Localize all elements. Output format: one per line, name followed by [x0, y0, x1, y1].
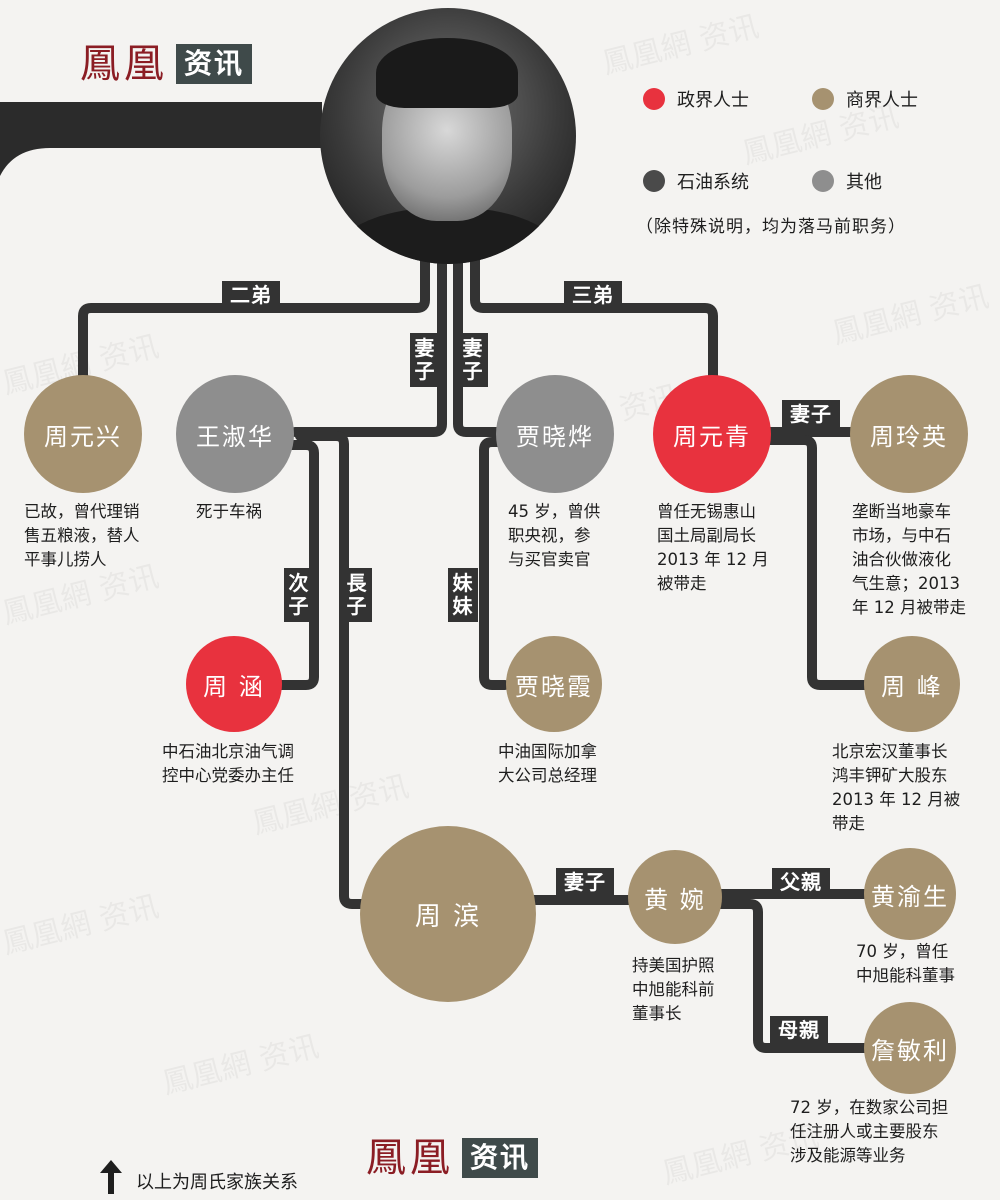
legend-business: 商界人士: [812, 86, 918, 112]
footer-note-text: 以上为周氏家族关系: [136, 1172, 298, 1193]
legend-dot-business: [812, 88, 834, 110]
relation-father: 父親: [772, 868, 830, 896]
desc-zhou-yuanxing: 已故，曾代理销 售五粮液，替人 平事儿捞人: [24, 502, 140, 569]
line-eldest-son: [295, 431, 383, 909]
person-node-zhou-bin: 周 滨: [360, 826, 536, 1002]
desc-wang-shuhua: 死于车祸: [196, 502, 262, 521]
brand-name: 鳳凰: [366, 1135, 454, 1181]
person-node-jia-xiaoxia: 贾晓霞: [506, 636, 602, 732]
relation-third-brother: 三弟: [564, 281, 622, 309]
legend-label: 商界人士: [846, 90, 918, 111]
person-node-huang-wan: 黄 婉: [628, 850, 722, 944]
person-node-huang-yusheng: 黄渝生: [864, 848, 956, 940]
relation-second-son: 次子: [284, 568, 314, 622]
legend-label: 政界人士: [677, 90, 749, 111]
line-mother: [707, 899, 875, 1053]
relation-eldest-son: 長子: [342, 568, 372, 622]
legend-other: 其他: [812, 168, 882, 194]
relation-sister: 妹妹: [448, 568, 478, 622]
legend-political: 政界人士: [643, 86, 749, 112]
relation-mother: 母親: [770, 1016, 828, 1044]
relation-wife-shuhua: 妻子: [410, 333, 440, 387]
arrow-up-icon: [100, 1160, 122, 1194]
legend-label: 石油系统: [677, 172, 749, 193]
desc-zhan-minli: 72 岁，在数家公司担 任注册人或主要股东 涉及能源等业务: [790, 1098, 949, 1165]
line-sister: [479, 437, 510, 690]
line-wife-xiaoye: [453, 235, 510, 437]
relation-wife-yuanqing: 妻子: [782, 400, 840, 428]
person-node-wang-shuhua: 王淑华: [176, 375, 294, 493]
legend-oil: 石油系统: [643, 168, 749, 194]
person-node-zhou-lingying: 周玲英: [850, 375, 968, 493]
person-node-zhou-han: 周 涵: [186, 636, 282, 732]
person-node-jia-xiaoye: 贾晓烨: [496, 375, 614, 493]
portrait-hair: [376, 38, 518, 108]
desc-zhou-lingying: 垄断当地豪车 市场，与中石 油合伙做液化 气生意；2013 年 12 月被带走: [852, 502, 966, 617]
brand-logo-bottom: 鳳凰 资讯: [366, 1135, 539, 1181]
brand-tag: 资讯: [462, 1138, 539, 1178]
line-son-zhoufeng: [765, 435, 875, 690]
relation-wife-bin: 妻子: [556, 868, 614, 896]
relation-second-brother: 二弟: [222, 281, 280, 309]
person-node-zhan-minli: 詹敏利: [864, 1002, 956, 1094]
desc-zhou-feng: 北京宏汉董事长 鸿丰钾矿大股东 2013 年 12 月被 带走: [832, 742, 961, 833]
desc-zhou-han: 中石油北京油气调 控中心党委办主任: [162, 742, 294, 785]
line-second-son: [275, 440, 319, 690]
footer-note: 以上为周氏家族关系: [100, 1160, 298, 1194]
portrait-photo: [320, 8, 576, 264]
legend-label: 其他: [846, 172, 882, 193]
desc-jia-xiaoxia: 中油国际加拿 大公司总经理: [498, 742, 597, 785]
top-arc-band: [0, 102, 322, 176]
person-node-zhou-yuanxing: 周元兴: [24, 375, 142, 493]
legend-dot-political: [643, 88, 665, 110]
person-node-zhou-feng: 周 峰: [864, 636, 960, 732]
relation-wife-xiaoye: 妻子: [458, 333, 488, 387]
legend-dot-other: [812, 170, 834, 192]
desc-huang-yusheng: 70 岁，曾任 中旭能科董事: [856, 942, 955, 985]
brand-tag: 资讯: [176, 44, 253, 84]
line-wife-shuhua: [290, 235, 447, 437]
brand-logo-top: 鳳凰 资讯: [80, 41, 253, 87]
desc-zhou-yuanqing: 曾任无锡惠山 国土局副局长 2013 年 12 月 被带走: [657, 502, 769, 593]
legend-dot-oil: [643, 170, 665, 192]
legend-note: （除特殊说明，均为落马前职务）: [636, 217, 906, 237]
brand-name: 鳳凰: [80, 41, 168, 87]
desc-jia-xiaoye: 45 岁，曾供 职央视，参 与买官卖官: [508, 502, 601, 569]
desc-huang-wan: 持美国护照 中旭能科前 董事长: [632, 956, 715, 1023]
person-node-zhou-yuanqing: 周元青: [653, 375, 771, 493]
